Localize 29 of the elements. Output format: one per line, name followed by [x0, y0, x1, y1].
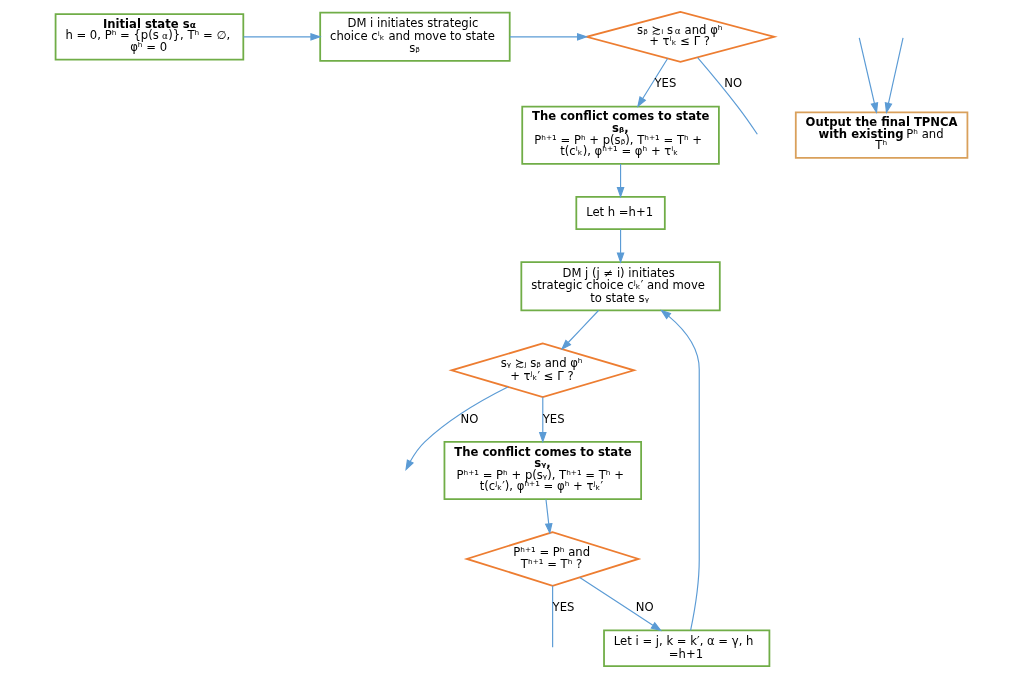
node-box: DM j (j ≠ i) initiates strategic choice cʲₖ′ and move to state sᵧ [519, 261, 721, 312]
arrow [560, 309, 599, 351]
arrow [404, 386, 508, 472]
node-diamond: sᵧ ≿ⱼ sᵦ and φʰ + τʲₖ′ ≤ Γ ? [447, 342, 637, 399]
node-box: Output the final TPNCA with existing Pʰ and Tʰ [794, 111, 968, 159]
arrow [636, 57, 668, 108]
node-diamond: Pʰ⁺¹ = Pʰ and Tʰ⁺¹ = Tʰ ? [463, 531, 641, 587]
edge-label: YES [654, 76, 676, 91]
arrow [616, 228, 624, 264]
arrow [544, 498, 553, 535]
node-box: The conflict comes to state sᵦ, Pʰ⁺¹ = Pʰ + p(sᵦ), Tʰ⁺¹ = Tʰ + t(cⁱₖ), φʰ⁺¹ = φʰ + τⁱₖ [520, 105, 720, 165]
arrow [858, 37, 878, 114]
arrow [538, 396, 547, 444]
node-box: The conflict comes to state sᵧ, Pʰ⁺¹ = Pʰ + p(sᵧ), Tʰ⁺¹ = Tʰ + t(cʲₖ′), φʰ⁺¹ = φʰ + τʲₖ′ [443, 440, 642, 500]
node-box: Let h =h+1 [574, 195, 666, 230]
arrow [884, 37, 904, 114]
node-box: Let i = j, k = k′, α = γ, h =h+1 [602, 629, 770, 668]
arrow [659, 309, 700, 631]
node-box: DM i initiates strategic choice cⁱₖ and move to state sᵦ [318, 11, 511, 62]
arrow [578, 576, 662, 632]
edge-label: NO [723, 76, 742, 91]
arrow [242, 32, 322, 41]
arrow [616, 163, 624, 199]
edge-label: NO [460, 411, 478, 426]
edge-label: NO [635, 600, 654, 615]
arrow [508, 32, 588, 41]
edge-label: YES [542, 411, 565, 426]
connector [551, 585, 553, 648]
connector [696, 57, 758, 135]
